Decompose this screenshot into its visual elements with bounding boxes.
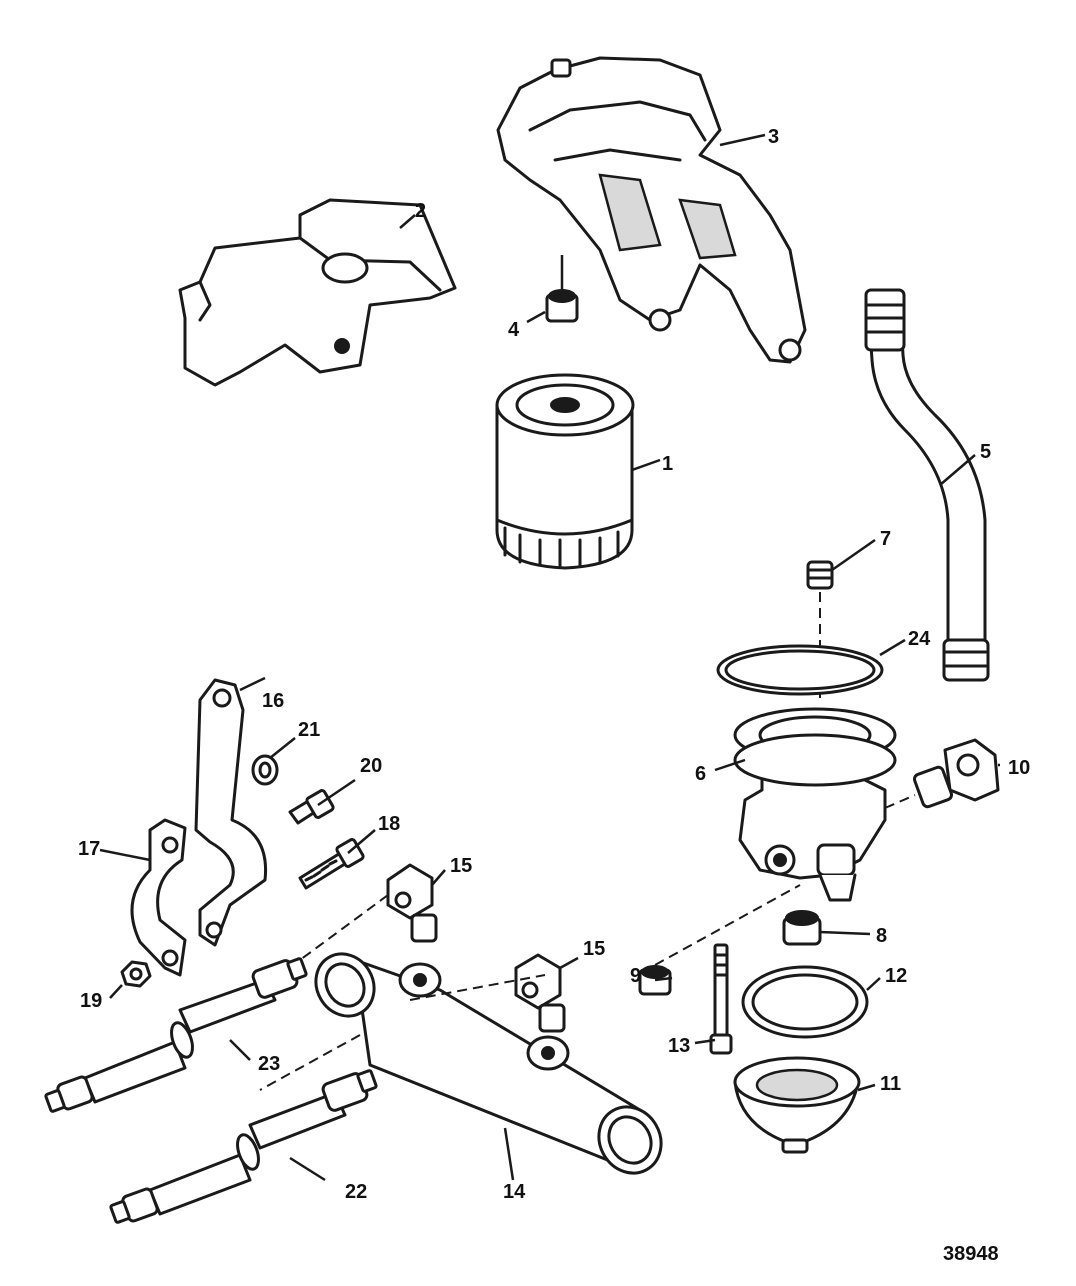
- callout-2: 2: [415, 200, 426, 222]
- part-22-hose-lower: [109, 1069, 378, 1224]
- callout-22: 22: [345, 1181, 367, 1203]
- callout-15a: 15: [450, 855, 472, 877]
- part-11-housing-cap: [733, 1056, 861, 1154]
- callout-5: 5: [980, 441, 991, 463]
- callout-10: 10: [1008, 757, 1030, 779]
- part-3-mounting-bracket: [496, 56, 807, 364]
- part-15-elbow-upper: [299, 863, 438, 961]
- callout-16: 16: [262, 690, 284, 712]
- callout-1: 1: [662, 453, 673, 475]
- part-20-bolt: [288, 789, 335, 825]
- callout-labels: 1 2 3 4 5 6 7 8 9 10 11 12 13 14 15 15 1…: [78, 126, 1030, 1203]
- callout-11: 11: [880, 1073, 901, 1095]
- callout-21: 21: [298, 719, 320, 741]
- part-9-plug: [638, 884, 801, 996]
- leader-lines: [99, 133, 1000, 1182]
- part-14-oil-cooler: [259, 952, 663, 1175]
- part-12-gasket: [741, 965, 869, 1039]
- part-1-oil-filter: [495, 373, 635, 570]
- part-19-nut: [120, 960, 152, 988]
- part-15-elbow-lower: [514, 953, 566, 1033]
- callout-23: 23: [258, 1053, 280, 1075]
- part-5-dipstick-tube: [864, 288, 990, 682]
- callout-17: 17: [78, 838, 100, 860]
- part-17-clamp: [130, 818, 187, 977]
- part-24-o-ring: [716, 644, 884, 696]
- part-10-elbow-fitting: [884, 738, 1000, 809]
- callout-6: 6: [695, 763, 706, 785]
- part-16-clamp: [194, 678, 268, 947]
- callout-18: 18: [378, 813, 400, 835]
- callout-8: 8: [876, 925, 887, 947]
- callout-19: 19: [80, 990, 102, 1012]
- part-13-bolt: [709, 943, 733, 1055]
- callout-13: 13: [668, 1035, 690, 1057]
- figure-number: 38948: [943, 1243, 999, 1265]
- callout-15b: 15: [583, 938, 605, 960]
- callout-20: 20: [360, 755, 382, 777]
- callout-7: 7: [880, 528, 891, 550]
- callout-24: 24: [908, 628, 931, 650]
- part-21-washer: [251, 754, 279, 786]
- part-23-hose-upper: [44, 957, 308, 1113]
- callout-4: 4: [508, 319, 520, 341]
- part-2-filter-adapter: [178, 198, 457, 387]
- callout-9: 9: [630, 965, 641, 987]
- callout-3: 3: [768, 126, 779, 148]
- callout-12: 12: [885, 965, 907, 987]
- part-4-plug: [545, 255, 579, 323]
- part-8-plug: [782, 910, 822, 946]
- part-6-filter-housing: [733, 707, 897, 902]
- callout-14: 14: [503, 1181, 526, 1203]
